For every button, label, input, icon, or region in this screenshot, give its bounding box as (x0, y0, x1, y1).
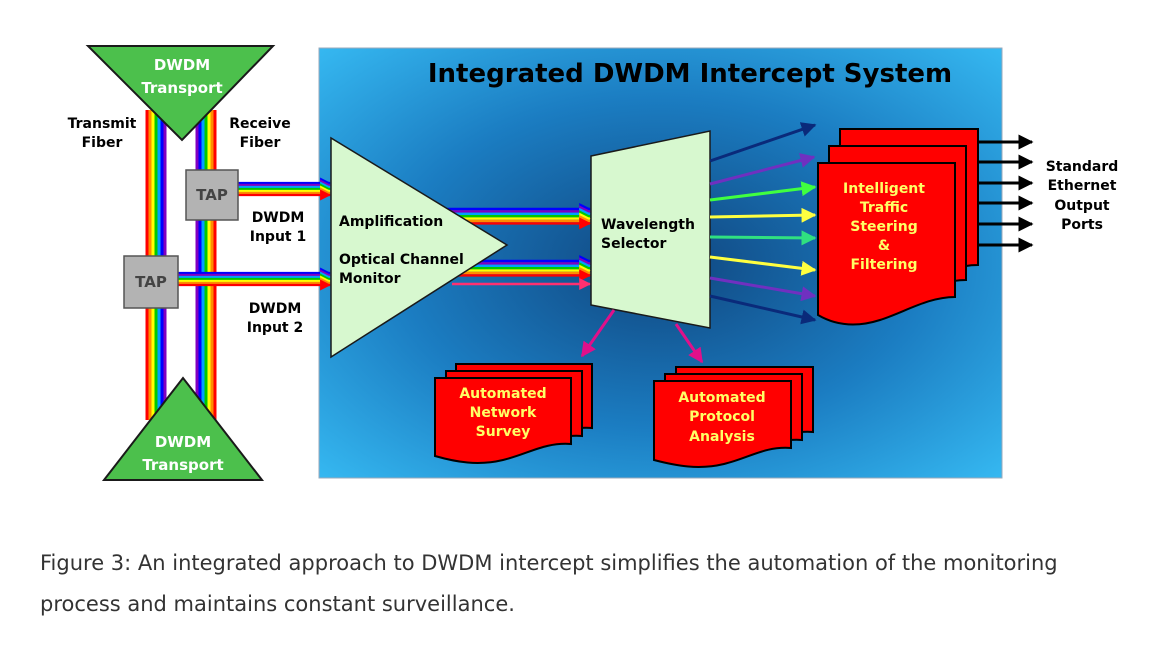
fanout-arrow (709, 230, 817, 246)
selector-fanout-arrows (709, 122, 817, 325)
survey-line-2: Network (470, 405, 537, 421)
network-survey-stack (434, 363, 593, 464)
amplification-label: Amplification (339, 214, 443, 230)
arrow-to-protocol (674, 323, 704, 364)
ethernet-line-1: Standard (1046, 159, 1119, 175)
wavelength-selector-shape (590, 130, 711, 329)
transport-bottom-line-1: DWDM (155, 433, 211, 451)
fanout-arrow (709, 181, 817, 202)
ocm-label-line-2: Monitor (339, 271, 401, 287)
tap-label-2: TAP (135, 273, 167, 291)
tap-box-2 (123, 255, 179, 309)
steering-line-1: Intelligent (843, 181, 925, 197)
arrow-to-survey (580, 309, 616, 358)
fanout-arrow (709, 122, 817, 163)
fanout-arrow (709, 153, 816, 186)
dwdm-input-2-lines (178, 267, 332, 291)
input-1-line-2: Input 1 (250, 229, 306, 245)
amplifier-triangle (330, 136, 509, 359)
figure-caption: Figure 3: An integrated approach to DWDM… (40, 551, 1058, 616)
system-title: Integrated DWDM Intercept System (428, 59, 952, 89)
protocol-analysis-stack (653, 366, 814, 468)
ethernet-output-arrows (978, 134, 1034, 253)
receive-fiber-line-2: Fiber (240, 135, 281, 151)
input-2-line-2: Input 2 (247, 320, 303, 336)
tap-label-1: TAP (196, 186, 228, 204)
fanout-arrow (709, 294, 817, 325)
transport-top-line-2: Transport (141, 79, 222, 97)
receive-fiber-bundle (195, 110, 217, 420)
transmit-fiber-line-2: Fiber (82, 135, 123, 151)
fanout-arrow (709, 207, 817, 223)
transport-top-line-1: DWDM (154, 56, 210, 74)
dwdm-input-1-lines (238, 177, 332, 201)
steering-filtering-stack (817, 128, 979, 326)
input-1-line-1: DWDM (252, 210, 305, 226)
survey-line-3: Survey (476, 424, 531, 440)
dwdm-transport-bottom (101, 376, 265, 481)
ethernet-line-3: Output (1054, 198, 1110, 214)
steering-line-5: Filtering (850, 257, 917, 273)
receive-fiber-line-1: Receive (229, 116, 291, 132)
selector-label-line-2: Selector (601, 236, 666, 252)
input-2-line-1: DWDM (249, 301, 302, 317)
fanout-arrow (709, 255, 817, 276)
steering-line-4: & (878, 238, 890, 254)
fanout-arrow (709, 276, 817, 302)
steering-line-3: Steering (850, 219, 917, 235)
steering-line-2: Traffic (860, 200, 908, 216)
tap-box-1 (185, 169, 239, 221)
protocol-line-2: Protocol (689, 409, 755, 425)
transport-bottom-line-2: Transport (142, 456, 223, 474)
protocol-line-3: Analysis (689, 429, 755, 445)
selector-label-line-1: Wavelength (601, 217, 695, 233)
transmit-fiber-line-1: Transmit (68, 116, 137, 132)
protocol-line-1: Automated (678, 390, 765, 406)
dwdm-transport-top (85, 45, 276, 142)
ocm-label-line-1: Optical Channel (339, 252, 464, 268)
ethernet-line-2: Ethernet (1048, 178, 1117, 194)
ethernet-line-4: Ports (1061, 217, 1103, 233)
dwdm-intercept-diagram: Integrated DWDM Intercept System DWDM Tr… (68, 45, 1119, 481)
survey-line-1: Automated (459, 386, 546, 402)
